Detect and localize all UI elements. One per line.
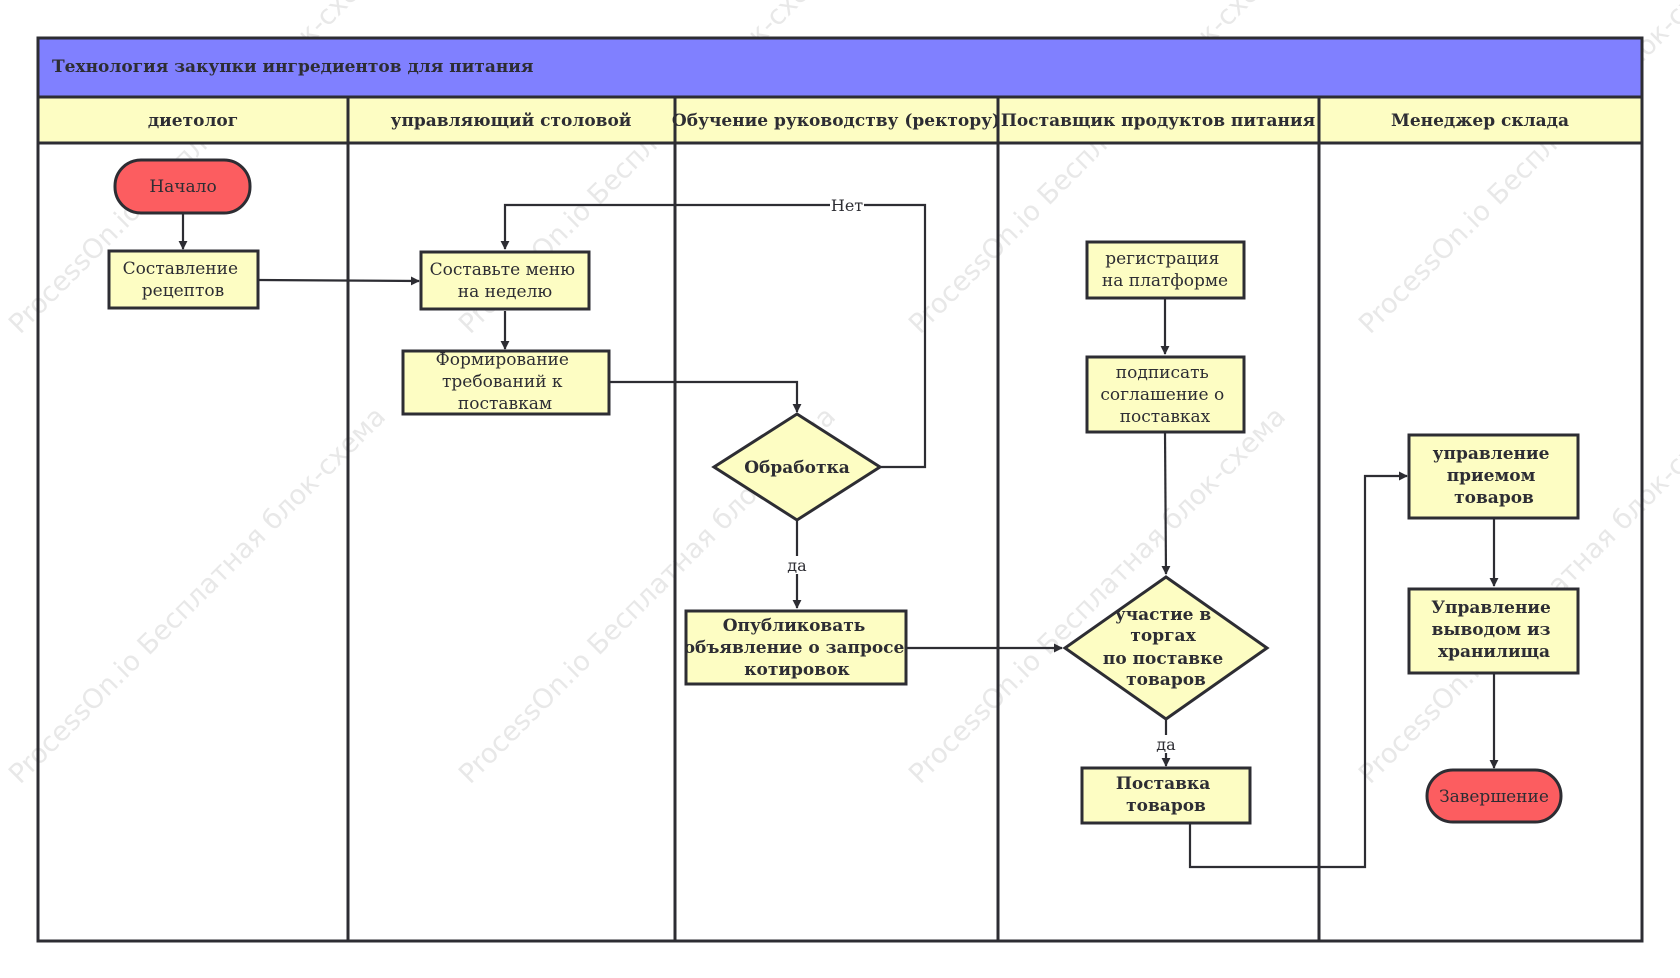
node-sign-agreement-label: подписать соглашение о поставках xyxy=(1100,363,1229,427)
edge-label-bg xyxy=(784,556,810,574)
pool-border xyxy=(36,36,1644,943)
node-end[interactable] xyxy=(1425,768,1563,824)
watermark-text: ProcessOn.io Бесплатная блок-схема xyxy=(903,401,1292,790)
lane-label-manager-canteen: управляющий столовой xyxy=(391,111,632,131)
pool-title-bar[interactable] xyxy=(36,36,1644,99)
watermark-text: ProcessOn.io Бесплатная блок-схема xyxy=(3,401,392,790)
node-withdrawal-label: Управление выводом из хранилища xyxy=(1431,598,1557,662)
node-register[interactable] xyxy=(1085,240,1246,300)
node-start[interactable] xyxy=(113,158,252,215)
edge-sign-to-tender[interactable] xyxy=(1161,431,1171,575)
edge-label-bg xyxy=(830,196,864,214)
node-supply-reqs[interactable] xyxy=(401,349,611,416)
lane-label-rector: Обучение руководству (ректору) xyxy=(672,111,1000,131)
node-end-label: Завершение xyxy=(1439,787,1549,807)
node-weekly-menu[interactable] xyxy=(419,250,591,311)
edge-label-yes-processing: да xyxy=(787,556,807,575)
node-withdrawal[interactable] xyxy=(1407,587,1580,675)
node-start-label: Начало xyxy=(149,177,216,197)
node-delivery[interactable] xyxy=(1080,766,1252,825)
node-weekly-menu-label: Составьте меню на неделю xyxy=(430,260,581,302)
lane-header-warehouse[interactable] xyxy=(1317,95,1644,145)
lane-label-dietolog: диетолог xyxy=(148,111,238,131)
node-processing-label: Обработка xyxy=(744,458,850,478)
lane-header-supplier[interactable] xyxy=(996,95,1321,145)
edge-delivery-to-receiving[interactable] xyxy=(1188,471,1408,869)
node-register-label: регистрация на платформе xyxy=(1102,249,1228,291)
node-publish-rfq-label: Опубликовать объявление о запросе котиро… xyxy=(684,616,911,680)
pool: Технология закупки ингредиентов для пита… xyxy=(36,36,1644,943)
edge-label-no: Нет xyxy=(831,196,863,215)
node-tender[interactable] xyxy=(1062,575,1270,721)
node-receiving[interactable] xyxy=(1407,433,1580,520)
node-supply-reqs-label: Формирование требований к поставкам xyxy=(436,350,575,414)
edge-processing-no[interactable] xyxy=(500,203,927,469)
edges: Нет да да xyxy=(178,196,1499,869)
edge-label-yes-tender: да xyxy=(1156,735,1176,754)
edge-recipes-to-weekly-menu[interactable] xyxy=(257,276,420,286)
node-recipes[interactable] xyxy=(107,249,260,310)
node-delivery-label: Поставка товаров xyxy=(1116,774,1216,816)
node-processing[interactable] xyxy=(711,412,883,522)
lane-label-supplier: Поставщик продуктов питания xyxy=(1001,111,1315,131)
pool-title: Технология закупки ингредиентов для пита… xyxy=(52,57,533,77)
node-recipes-label: Составление рецептов xyxy=(123,259,244,301)
node-sign-agreement[interactable] xyxy=(1085,355,1246,434)
node-receiving-label: управление приемом товаров xyxy=(1433,444,1556,508)
edge-supply-reqs-to-processing[interactable] xyxy=(609,380,802,413)
lane-label-warehouse: Менеджер склада xyxy=(1391,111,1569,131)
nodes: Начало Составление рецептов Составьте ме… xyxy=(107,158,1580,825)
node-publish-rfq[interactable] xyxy=(684,609,908,686)
node-tender-label: участие в торгах по поставке товаров xyxy=(1103,605,1229,690)
edge-label-bg xyxy=(1153,735,1179,753)
